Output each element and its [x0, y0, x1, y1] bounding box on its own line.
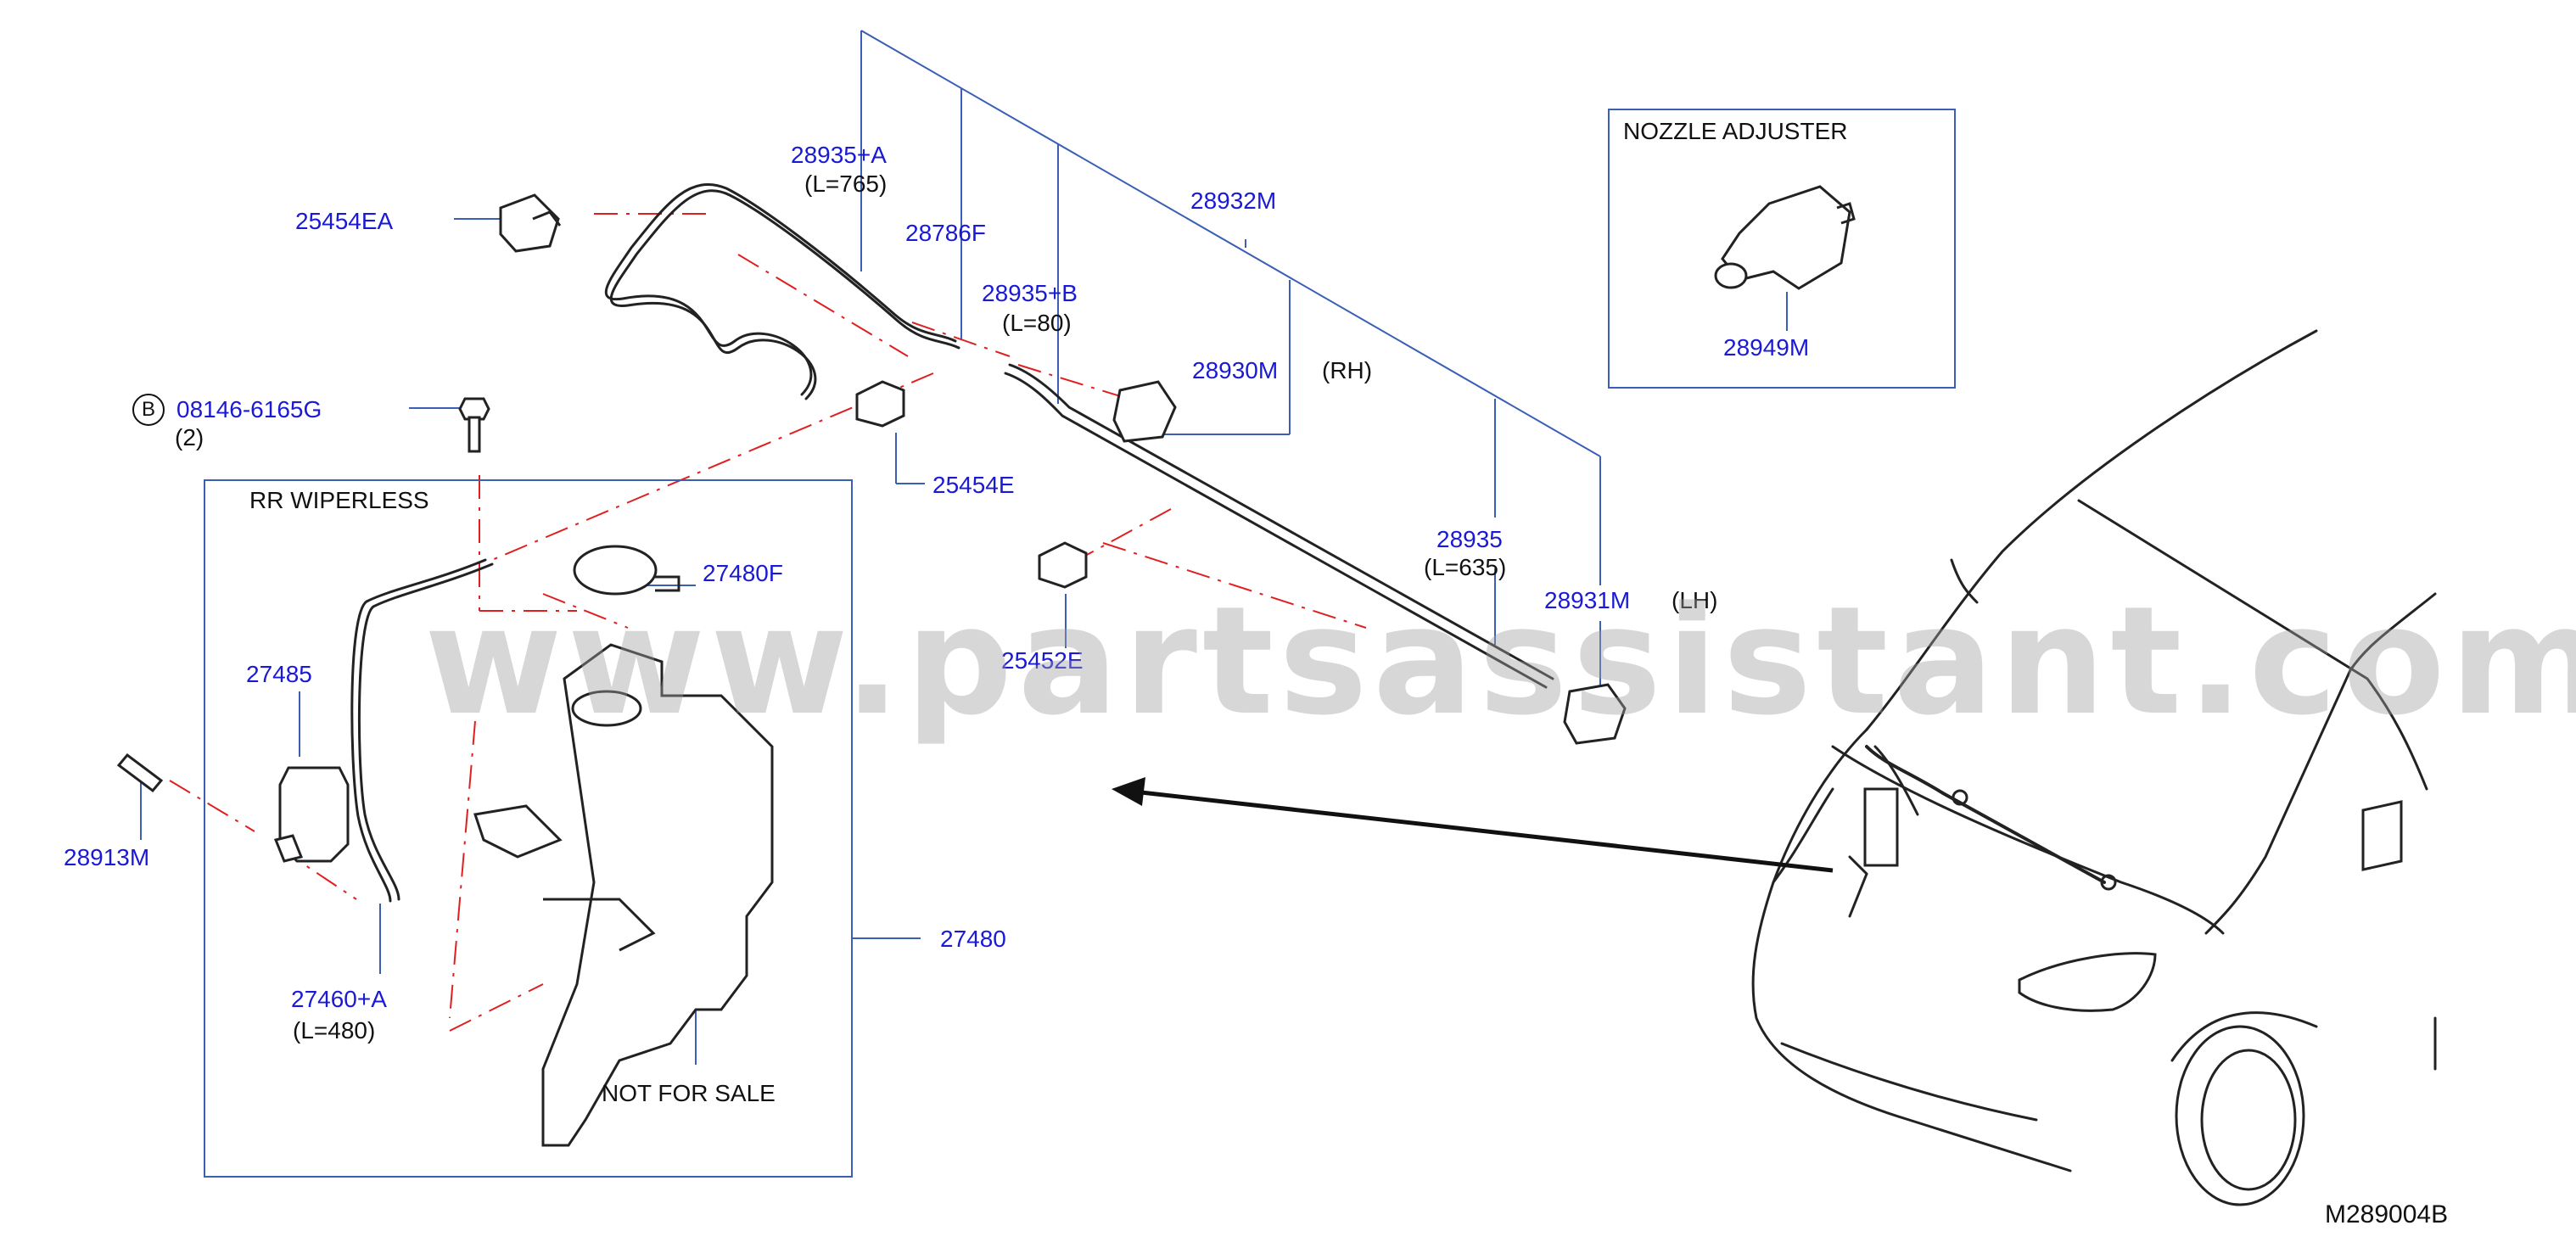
part-28949M[interactable]: 28949M	[1723, 334, 1810, 361]
part-27460A[interactable]: 27460+A	[291, 986, 387, 1012]
nozzle-adjuster-box	[1608, 109, 1956, 389]
adjuster-tool	[1721, 185, 1851, 290]
not-for-sale-note: NOT FOR SALE	[602, 1080, 776, 1106]
part-28935B[interactable]: 28935+B	[982, 280, 1078, 306]
vehicle-outline	[1751, 329, 2437, 1206]
reference-marker-b: B	[132, 394, 165, 426]
part-28935B-length: (L=80)	[1002, 310, 1072, 336]
part-25452E[interactable]: 25452E	[1001, 647, 1084, 674]
part-28930M-side: (RH)	[1322, 357, 1373, 383]
part-28930M[interactable]: 28930M	[1192, 357, 1279, 383]
part-08146-quantity: (2)	[175, 424, 204, 450]
part-28931M[interactable]: 28931M	[1544, 587, 1631, 613]
grommet-28913M	[116, 753, 164, 793]
part-28935A-length: (L=765)	[804, 171, 888, 197]
washer-hoses	[350, 183, 1554, 903]
jet-28931M	[1563, 683, 1627, 745]
part-28935-length: (L=635)	[1424, 554, 1507, 580]
part-08146-6165G[interactable]: 08146-6165G	[176, 396, 322, 422]
part-28935A[interactable]: 28935+A	[791, 142, 887, 168]
part-27480[interactable]: 27480	[940, 926, 1006, 952]
part-28935[interactable]: 28935	[1436, 526, 1503, 552]
tank-27480	[541, 643, 774, 1147]
cap-27480F	[573, 545, 658, 596]
alignment-lines	[169, 213, 1367, 1032]
jet-25454EA	[499, 193, 560, 253]
part-28931M-side: (LH)	[1672, 587, 1718, 613]
location-arrow	[1112, 777, 1834, 873]
part-27460A-length: (L=480)	[293, 1017, 376, 1044]
jet-28930M	[1112, 380, 1177, 443]
part-27485[interactable]: 27485	[246, 661, 312, 687]
leader-lines	[140, 30, 1788, 1065]
part-25454E[interactable]: 25454E	[932, 472, 1015, 498]
rr-wiperless-box	[204, 479, 853, 1178]
part-28786F[interactable]: 28786F	[905, 220, 986, 246]
clip-25452E	[1038, 541, 1088, 589]
diagram-id: M289004B	[2325, 1200, 2449, 1228]
bolt-08146	[458, 397, 490, 421]
clip-25454E	[855, 380, 905, 428]
part-28913M[interactable]: 28913M	[64, 844, 150, 870]
pump-27485	[278, 766, 350, 863]
rr-wiperless-title: RR WIPERLESS	[249, 487, 429, 513]
part-27480F[interactable]: 27480F	[703, 560, 783, 586]
part-28932M[interactable]: 28932M	[1190, 187, 1277, 214]
part-25454EA[interactable]: 25454EA	[295, 208, 394, 234]
nozzle-adjuster-title: NOZZLE ADJUSTER	[1623, 118, 1848, 144]
components	[116, 185, 1856, 1147]
